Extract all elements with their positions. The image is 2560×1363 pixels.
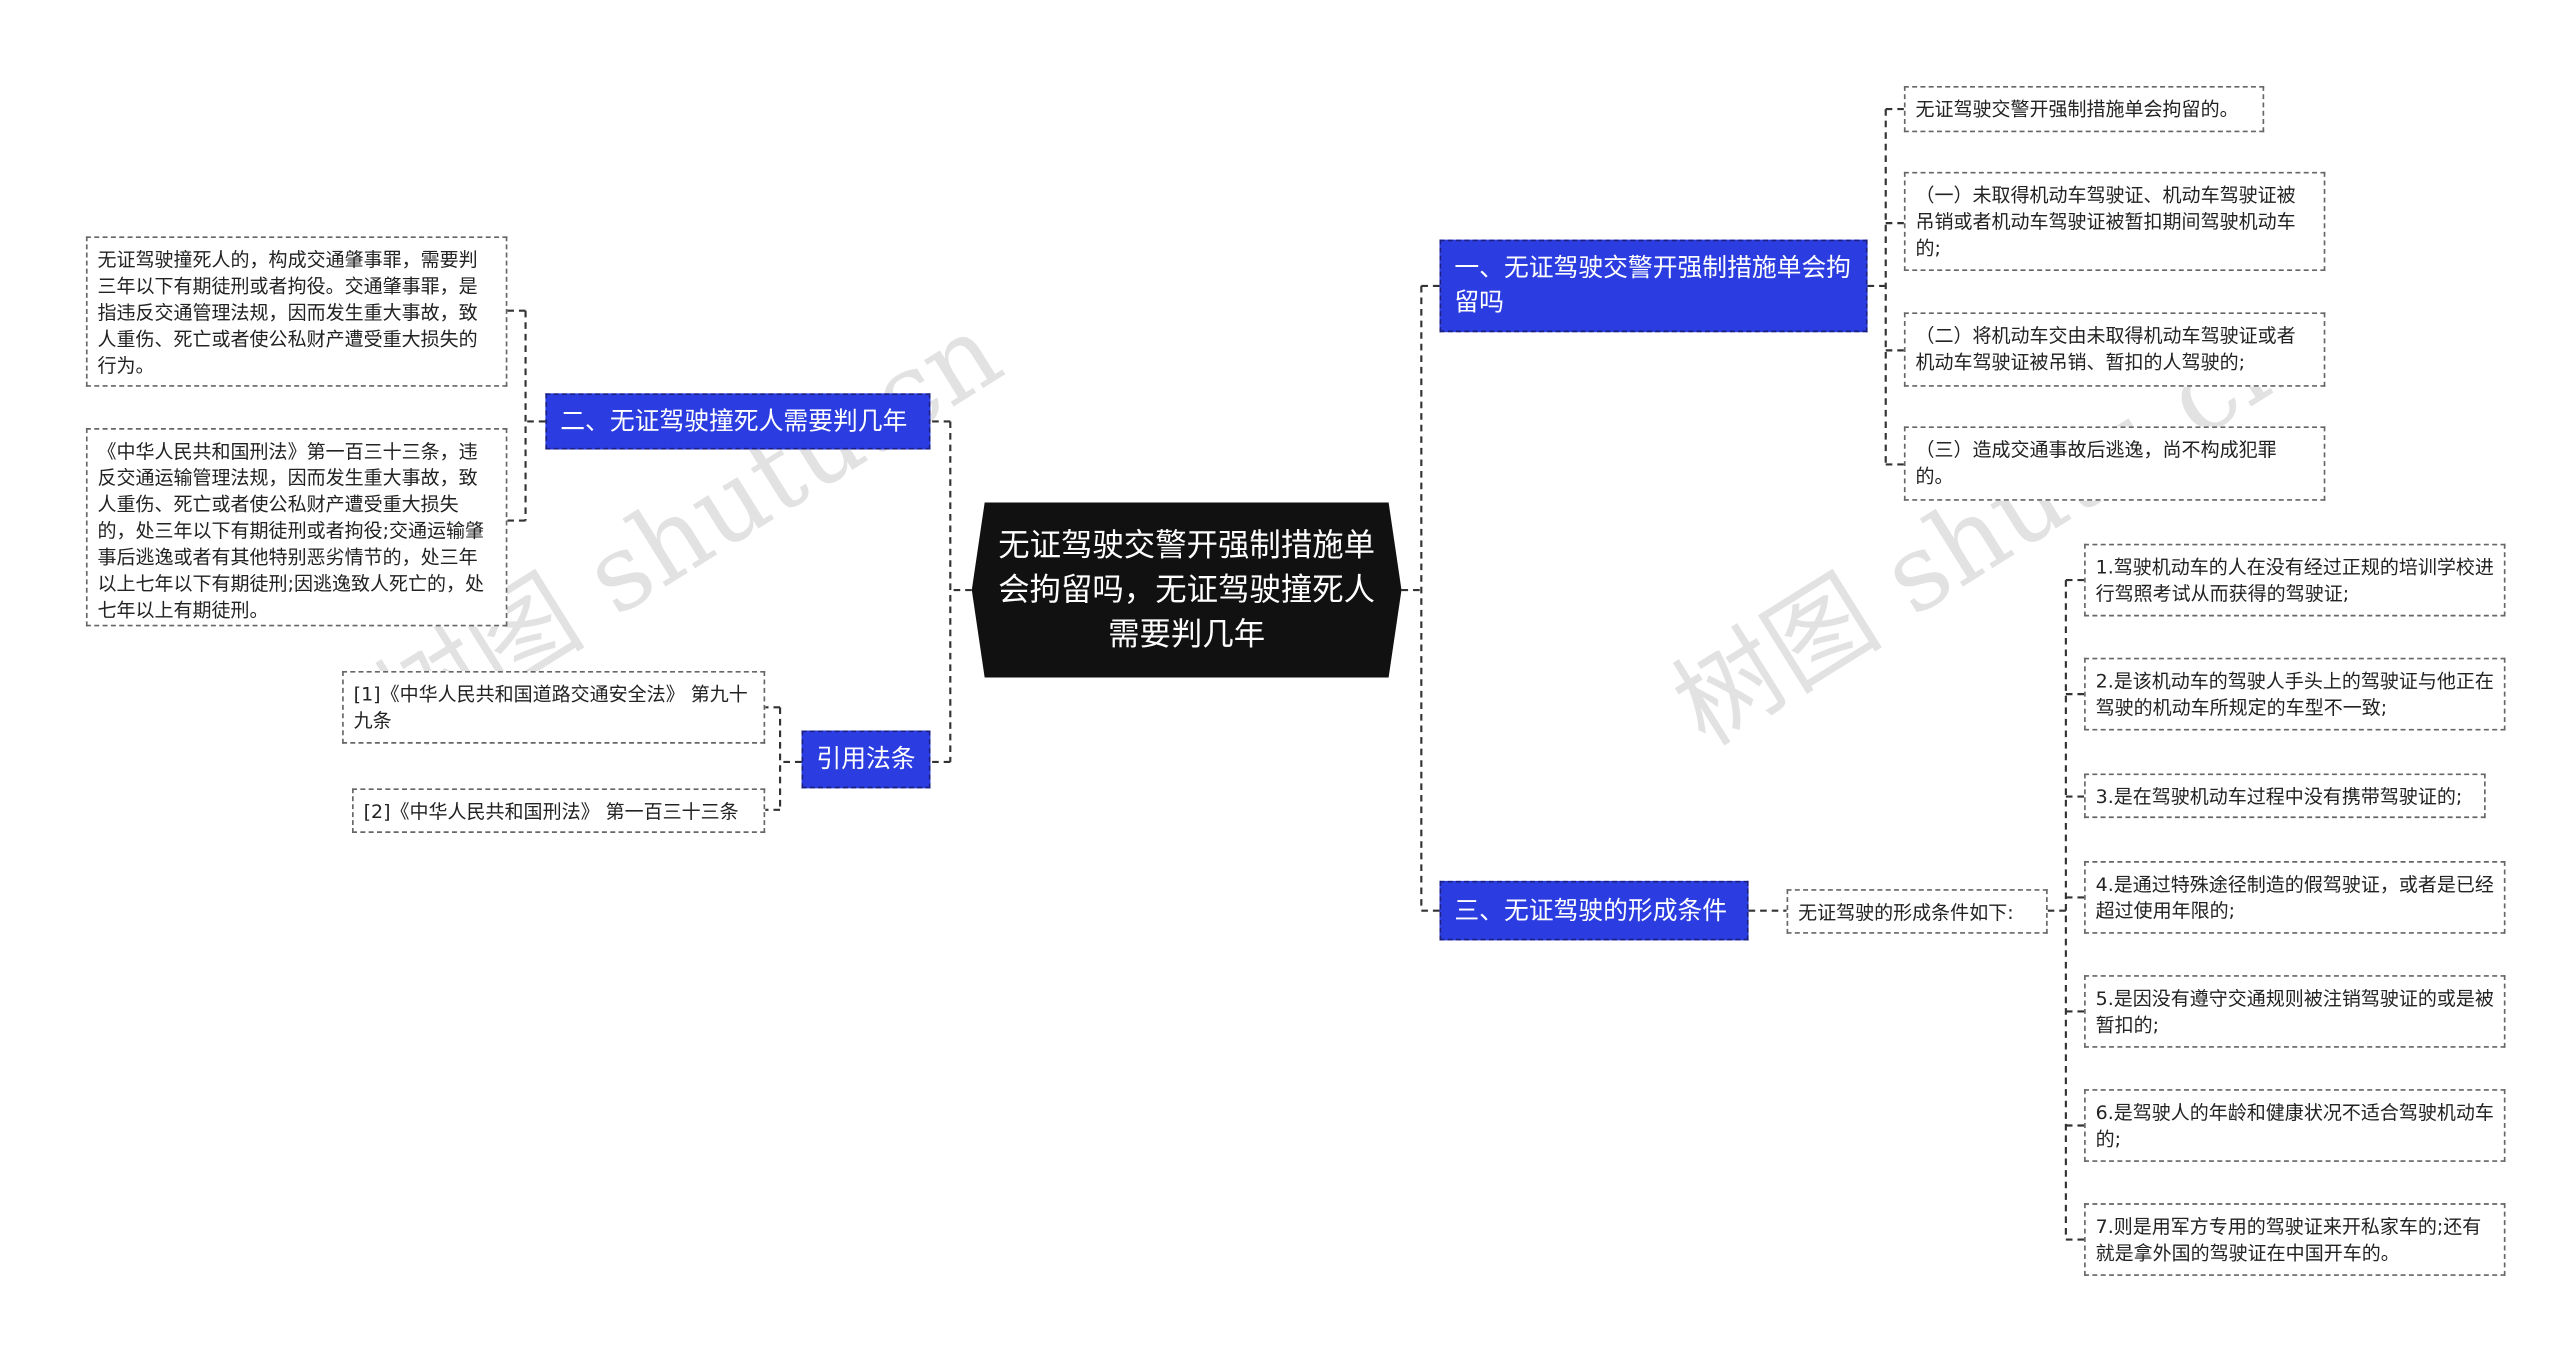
branch-topic-3-label: 三、无证驾驶的形成条件: [1454, 894, 1728, 925]
leaf-node[interactable]: 7.则是用军方专用的驾驶证来开私家车的;还有就是拿外国的驾驶证在中国开车的。: [2084, 1203, 2506, 1276]
leaf-node[interactable]: 5.是因没有遵守交通规则被注销驾驶证的或是被暂扣的;: [2084, 975, 2506, 1048]
intro-node[interactable]: 无证驾驶的形成条件如下:: [1786, 889, 2048, 934]
leaf-node[interactable]: 1.驾驶机动车的人在没有经过正规的培训学校进行驾照考试从而获得的驾驶证;: [2084, 543, 2506, 617]
leaf-text: 1.驾驶机动车的人在没有经过正规的培训学校进行驾照考试从而获得的驾驶证;: [2095, 555, 2494, 605]
branch-topic-1-label: 一、无证驾驶交警开强制措施单会拘留吗: [1454, 252, 1852, 318]
leaf-text: （三）造成交通事故后逃逸，尚不构成犯罪的。: [1915, 437, 2277, 488]
leaf-node[interactable]: 3.是在驾驶机动车过程中没有携带驾驶证的;: [2084, 773, 2486, 819]
leaf-text: 3.是在驾驶机动车过程中没有携带驾驶证的;: [2095, 785, 2463, 809]
leaf-text: 2.是该机动车的驾驶人手头上的驾驶证与他正在驾驶的机动车所规定的车型不一致;: [2095, 669, 2494, 719]
leaf-text: 《中华人民共和国刑法》第一百三十三条，违反交通运输管理法规，因而发生重大事故，致…: [97, 439, 485, 622]
branch-topic-2[interactable]: 二、无证驾驶撞死人需要判几年: [545, 393, 931, 450]
leaf-node[interactable]: [1]《中华人民共和国道路交通安全法》 第九十九条: [342, 670, 766, 744]
leaf-node[interactable]: 《中华人民共和国刑法》第一百三十三条，违反交通运输管理法规，因而发生重大事故，致…: [85, 428, 508, 627]
leaf-node[interactable]: 无证驾驶交警开强制措施单会拘留的。: [1903, 85, 2265, 133]
branch-topic-cited-laws-label: 引用法条: [816, 743, 916, 774]
branch-topic-cited-laws[interactable]: 引用法条: [801, 730, 931, 789]
root-topic[interactable]: 无证驾驶交警开强制措施单会拘留吗，无证驾驶撞死人需要判几年: [971, 502, 1402, 678]
leaf-text: （二）将机动车交由未取得机动车驾驶证或者机动车驾驶证被吊销、暂扣的人驾驶的;: [1915, 323, 2296, 374]
intro-text: 无证驾驶的形成条件如下:: [1798, 900, 2014, 924]
leaf-text: [1]《中华人民共和国道路交通安全法》 第九十九条: [353, 682, 748, 733]
root-topic-text: 无证驾驶交警开强制措施单会拘留吗，无证驾驶撞死人需要判几年: [998, 526, 1376, 652]
leaf-node[interactable]: （一）未取得机动车驾驶证、机动车驾驶证被吊销或者机动车驾驶证被暂扣期间驾驶机动车…: [1903, 171, 2326, 272]
leaf-text: [2]《中华人民共和国刑法》 第一百三十三条: [363, 799, 739, 824]
leaf-node[interactable]: （二）将机动车交由未取得机动车驾驶证或者机动车驾驶证被吊销、暂扣的人驾驶的;: [1903, 312, 2326, 387]
leaf-text: 4.是通过特殊途径制造的假驾驶证，或者是已经超过使用年限的;: [2095, 872, 2494, 923]
leaf-node[interactable]: 2.是该机动车的驾驶人手头上的驾驶证与他正在驾驶的机动车所规定的车型不一致;: [2084, 657, 2506, 731]
leaf-text: 7.则是用军方专用的驾驶证来开私家车的;还有就是拿外国的驾驶证在中国开车的。: [2095, 1214, 2482, 1265]
leaf-text: 无证驾驶撞死人的，构成交通肇事罪，需要判三年以下有期徒刑或者拘役。交通肇事罪，是…: [97, 247, 478, 377]
leaf-text: 无证驾驶交警开强制措施单会拘留的。: [1915, 97, 2239, 121]
leaf-text: （一）未取得机动车驾驶证、机动车驾驶证被吊销或者机动车驾驶证被暂扣期间驾驶机动车…: [1915, 183, 2296, 260]
leaf-text: 6.是驾驶人的年龄和健康状况不适合驾驶机动车的;: [2095, 1100, 2494, 1151]
branch-topic-2-label: 二、无证驾驶撞死人需要判几年: [560, 405, 908, 436]
leaf-node[interactable]: 4.是通过特殊途径制造的假驾驶证，或者是已经超过使用年限的;: [2084, 861, 2506, 934]
leaf-node[interactable]: 6.是驾驶人的年龄和健康状况不适合驾驶机动车的;: [2084, 1089, 2506, 1162]
branch-topic-1[interactable]: 一、无证驾驶交警开强制措施单会拘留吗: [1439, 239, 1868, 333]
leaf-text: 5.是因没有遵守交通规则被注销驾驶证的或是被暂扣的;: [2095, 986, 2494, 1037]
leaf-node[interactable]: 无证驾驶撞死人的，构成交通肇事罪，需要判三年以下有期徒刑或者拘役。交通肇事罪，是…: [85, 236, 508, 387]
leaf-node[interactable]: [2]《中华人民共和国刑法》 第一百三十三条: [352, 788, 766, 833]
leaf-node[interactable]: （三）造成交通事故后逃逸，尚不构成犯罪的。: [1903, 426, 2326, 501]
branch-topic-3[interactable]: 三、无证驾驶的形成条件: [1439, 880, 1749, 941]
